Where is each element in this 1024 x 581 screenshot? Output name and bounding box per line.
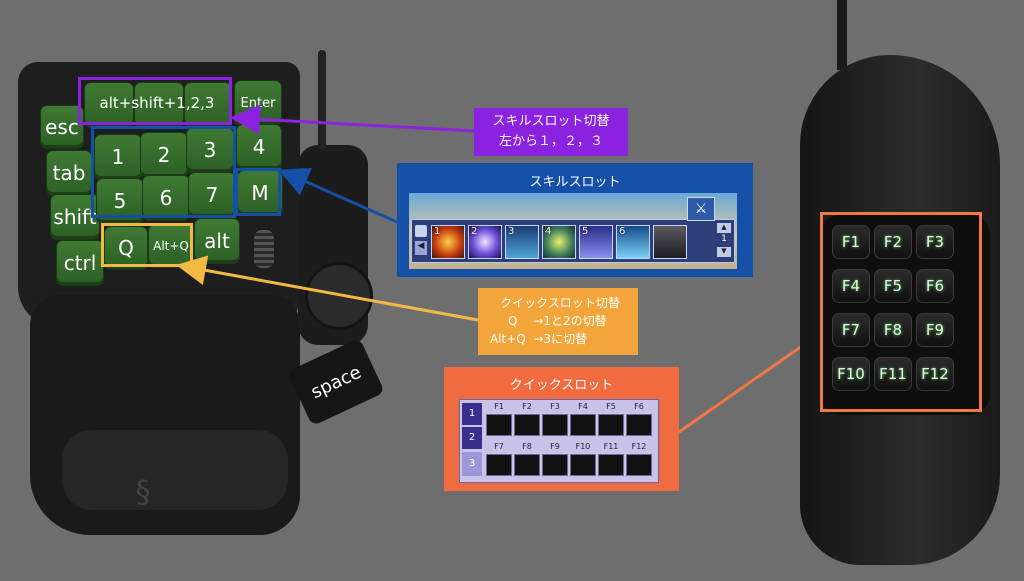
skill-page-number: 1: [721, 234, 727, 244]
quick-slot-top-1[interactable]: [486, 414, 512, 436]
mouse-button-f5[interactable]: F5: [874, 269, 912, 303]
skill-switch-line2: 左から１，２，３: [498, 134, 603, 149]
key-ctrl[interactable]: ctrl: [56, 240, 104, 286]
quick-switch-line3: Alt+Q →3に切替: [490, 332, 588, 346]
quick-slot-top-3[interactable]: [542, 414, 568, 436]
mouse-button-f8[interactable]: F8: [874, 313, 912, 347]
quick-header-f10: F10: [575, 442, 591, 451]
skill-switch-callout: スキルスロット切替 左から１，２，３: [474, 108, 628, 156]
quick-slot-title: クイックスロット: [509, 378, 614, 393]
skill-switch-line1: スキルスロット切替: [492, 114, 610, 129]
skill-slot-6[interactable]: 6: [616, 225, 650, 259]
quick-slot-bottom-6[interactable]: [626, 454, 652, 476]
skill-slot-panel: スキルスロット ◀ 1 2 3 4 5 6 ⚔ ▲ 1 ▼: [397, 163, 753, 277]
quick-slot-bottom-2[interactable]: [514, 454, 540, 476]
up-arrow-icon[interactable]: ▲: [717, 223, 731, 233]
quick-header-f4: F4: [578, 402, 588, 411]
mouse-cable: [837, 0, 847, 70]
key-1[interactable]: 1: [94, 134, 142, 180]
mouse-button-f12[interactable]: F12: [916, 357, 954, 391]
crossed-swords-icon[interactable]: ⚔: [687, 197, 715, 221]
skill-slot-3[interactable]: 3: [505, 225, 539, 259]
razer-logo-icon: §: [135, 475, 151, 510]
mouse-button-f3[interactable]: F3: [916, 225, 954, 259]
cable: [318, 50, 326, 150]
skill-slot-1[interactable]: 1: [431, 225, 465, 259]
quick-slot-panel: クイックスロット 1 2 3 F1 F2 F3 F4 F5 F6 F7 F8 F9 F10 F11…: [444, 367, 679, 491]
skill-slot-empty[interactable]: [653, 225, 687, 259]
key-2[interactable]: 2: [140, 132, 188, 178]
quick-slot-top-5[interactable]: [598, 414, 624, 436]
quick-row-1[interactable]: 1: [462, 403, 482, 425]
key-tab[interactable]: tab: [46, 150, 92, 196]
skill-slot-4[interactable]: 4: [542, 225, 576, 259]
quick-switch-line1: クイックスロット切替: [500, 296, 620, 310]
key-7[interactable]: 7: [188, 172, 236, 218]
scroll-wheel[interactable]: [254, 230, 274, 268]
quick-slot-bottom-4[interactable]: [570, 454, 596, 476]
palm-rest: [62, 430, 288, 510]
quick-header-f2: F2: [522, 402, 532, 411]
quick-header-f12: F12: [631, 442, 647, 451]
skill-slot-5[interactable]: 5: [579, 225, 613, 259]
quick-slot-grid: 1 2 3 F1 F2 F3 F4 F5 F6 F7 F8 F9 F10 F11 F12: [459, 399, 659, 483]
down-arrow-icon[interactable]: ▼: [717, 247, 731, 257]
mouse-button-f10[interactable]: F10: [832, 357, 870, 391]
quick-slot-top-4[interactable]: [570, 414, 596, 436]
mouse-button-f4[interactable]: F4: [832, 269, 870, 303]
quick-header-f11: F11: [603, 442, 619, 451]
quick-slot-top-2[interactable]: [514, 414, 540, 436]
purple-highlight-box: [78, 77, 232, 125]
key-esc[interactable]: esc: [40, 105, 84, 149]
quick-header-f8: F8: [522, 442, 532, 451]
quick-slot-bottom-5[interactable]: [598, 454, 624, 476]
blue-highlight-box: [91, 126, 236, 218]
quick-slot-top-6[interactable]: [626, 414, 652, 436]
quick-slot-bottom-1[interactable]: [486, 454, 512, 476]
orange-highlight-box: [820, 212, 982, 412]
quick-header-f7: F7: [494, 442, 504, 451]
quick-slot-bottom-3[interactable]: [542, 454, 568, 476]
skill-slot-title: スキルスロット: [529, 175, 621, 190]
gaming-keypad: § esc Enter tab 1 2 3 4 shift 5 6 7 M ct…: [0, 0, 400, 581]
key-alt-shift-2[interactable]: [134, 82, 184, 128]
quick-slot-top-block: F1 F2 F3 F4 F5 F6: [486, 402, 656, 442]
left-arrow-icon[interactable]: ◀: [415, 241, 427, 255]
quick-header-f9: F9: [550, 442, 560, 451]
yellow-highlight-box: [101, 223, 193, 267]
quick-row-3[interactable]: 3: [462, 452, 482, 476]
quick-switch-line2: Q →1と2の切替: [508, 314, 607, 328]
key-3[interactable]: 3: [186, 127, 234, 173]
blue-arrow: [278, 167, 398, 224]
quick-header-f3: F3: [550, 402, 560, 411]
mouse-button-f9[interactable]: F9: [916, 313, 954, 347]
quick-header-f1: F1: [494, 402, 504, 411]
mouse-button-f1[interactable]: F1: [832, 225, 870, 259]
mouse-button-f7[interactable]: F7: [832, 313, 870, 347]
yellow-arrow: [176, 255, 479, 322]
alt-shift-label: alt+shift+1,2,3: [99, 94, 215, 112]
purple-arrow: [230, 104, 475, 135]
key-q[interactable]: Q: [104, 226, 148, 270]
quick-header-f6: F6: [634, 402, 644, 411]
lock-icon[interactable]: [415, 225, 427, 237]
quick-header-f5: F5: [606, 402, 616, 411]
quick-switch-callout: クイックスロット切替 Q →1と2の切替 Alt+Q →3に切替: [478, 288, 638, 355]
skill-bar: ◀ 1 2 3 4 5 6 ⚔ ▲ 1 ▼: [409, 193, 737, 269]
mouse-button-f6[interactable]: F6: [916, 269, 954, 303]
key-6[interactable]: 6: [142, 175, 190, 221]
skill-slot-2[interactable]: 2: [468, 225, 502, 259]
mouse-button-f2[interactable]: F2: [874, 225, 912, 259]
mouse-button-f11[interactable]: F11: [874, 357, 912, 391]
quick-slot-bottom-block: F7 F8 F9 F10 F11 F12: [486, 442, 656, 482]
quick-row-2[interactable]: 2: [462, 427, 482, 449]
